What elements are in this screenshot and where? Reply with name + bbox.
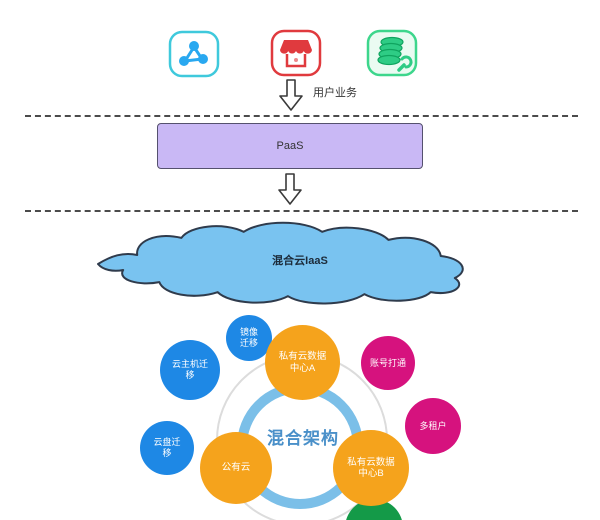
paas-label: PaaS: [276, 140, 304, 152]
hub-center-label: 混合架构: [267, 429, 339, 448]
node-image-migration: 镜像迁移: [226, 315, 272, 361]
node-label: 账号打通: [369, 357, 406, 368]
node-label: 私有云数据中心B: [347, 456, 395, 479]
node-public-cloud: 公有云: [200, 432, 272, 504]
database-wrench-icon: [366, 29, 418, 77]
node-multi-tenant: 多租户: [405, 398, 461, 454]
share-network-icon: [168, 30, 220, 78]
node-label: 云盘迁移: [153, 437, 181, 458]
node-label: 公有云: [221, 462, 251, 474]
node-cloud-disk-migration: 云盘迁移: [140, 421, 194, 475]
node-private-cloud-datacenter-a: 私有云数据中心A: [265, 325, 340, 400]
node-account-integration: 账号打通: [361, 336, 415, 390]
storefront-icon: [270, 29, 322, 77]
node-private-cloud-datacenter-b: 私有云数据中心B: [333, 430, 409, 506]
node-label: 镜像迁移: [239, 327, 258, 348]
app-store-app-icon: [270, 29, 322, 77]
node-label: 私有云数据中心A: [278, 351, 327, 374]
dashed-separator-top: [25, 115, 578, 117]
iaas-cloud-label: 混合云IaaS: [272, 255, 328, 267]
down-arrow-icon: [277, 172, 303, 206]
share-network-app-icon: [168, 30, 220, 78]
paas-box: PaaS: [157, 123, 423, 169]
database-tools-app-icon: [366, 29, 418, 77]
node-cloud-host-migration: 云主机迁移: [160, 340, 220, 400]
cloud-icon: [97, 221, 464, 305]
user-business-label: 用户业务: [313, 87, 357, 99]
node-label: 多租户: [419, 420, 447, 431]
dashed-separator-bottom: [25, 210, 578, 212]
iaas-cloud-shape: [93, 221, 495, 305]
node-label: 云主机迁移: [171, 359, 208, 380]
down-arrow-icon: [278, 79, 304, 111]
